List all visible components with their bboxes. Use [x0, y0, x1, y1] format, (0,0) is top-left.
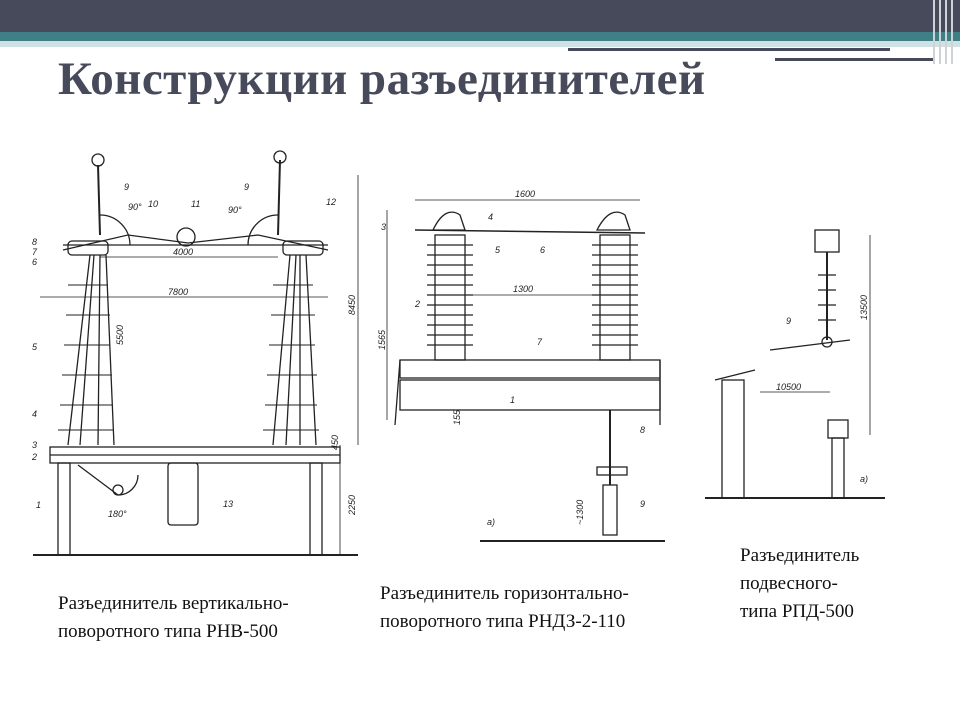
decorative-line — [775, 58, 935, 61]
dim-7800: 7800 — [168, 287, 188, 297]
label-6: 6 — [540, 245, 545, 255]
label-7: 7 — [32, 247, 38, 257]
label-angle-bottom: 180° — [108, 509, 127, 519]
dim-155: 155 — [452, 409, 462, 425]
label-4: 4 — [488, 212, 493, 222]
label-12: 12 — [326, 197, 336, 207]
label-2: 2 — [414, 299, 420, 309]
dim-4000: 4000 — [173, 247, 193, 257]
dim-5500: 5500 — [115, 325, 125, 345]
dim-1600: 1600 — [515, 189, 535, 199]
label-7: 7 — [537, 337, 543, 347]
label-9-right: 9 — [244, 182, 249, 192]
label-2: 2 — [31, 452, 37, 462]
dim-1300: 1300 — [513, 284, 533, 294]
label-4: 4 — [32, 409, 37, 419]
dim-1565: 1565 — [377, 329, 387, 350]
caption-rpd500: Разъединитель подвесного- типа РПД-500 — [740, 545, 860, 622]
label-3: 3 — [32, 440, 37, 450]
label-9-left: 9 — [124, 182, 129, 192]
dim-8450: 8450 — [347, 295, 357, 315]
label-5: 5 — [32, 342, 38, 352]
dim-1300b: ~1300 — [575, 500, 585, 525]
header-accent-band — [0, 32, 960, 41]
header-bar — [0, 0, 960, 32]
label-9: 9 — [786, 316, 791, 326]
label-11: 11 — [191, 199, 200, 209]
label-angle-right: 90° — [228, 205, 242, 215]
label-13: 13 — [223, 499, 233, 509]
dim-450: 450 — [330, 435, 340, 450]
dim-13500: 13500 — [859, 295, 869, 320]
dim-2250: 2250 — [347, 495, 357, 516]
corner-decoration — [933, 0, 953, 64]
label-8: 8 — [640, 425, 645, 435]
label-1: 1 — [510, 395, 515, 405]
disconnector-rpd500-drawing: 9 13500 10500 а) — [705, 229, 885, 499]
dim-10500: 10500 — [776, 382, 801, 392]
caption-rnv500: Разъединитель вертикально- поворотного т… — [58, 593, 289, 642]
disconnector-rndz-drawing: 3 4 5 6 7 2 1 8 9 1600 1300 1565 155 ~13… — [377, 189, 665, 542]
caption-rndz: Разъединитель горизонтально- поворотного… — [380, 583, 629, 632]
header-light-band — [0, 41, 960, 47]
label-9: 9 — [640, 499, 645, 509]
label-1: 1 — [36, 500, 41, 510]
label-10: 10 — [148, 199, 158, 209]
label-6: 6 — [32, 257, 37, 267]
page-title: Конструкции разъединителей — [58, 53, 706, 105]
label-angle-left: 90° — [128, 202, 142, 212]
sub-label: а) — [487, 517, 495, 527]
label-8: 8 — [32, 237, 37, 247]
disconnector-rnv500-drawing: 8 7 6 5 4 3 2 1 9 9 10 11 12 13 90° 90° … — [31, 150, 359, 556]
label-5: 5 — [495, 245, 501, 255]
decorative-line — [568, 48, 890, 51]
label-3: 3 — [381, 222, 386, 232]
sub-label: а) — [860, 474, 868, 484]
